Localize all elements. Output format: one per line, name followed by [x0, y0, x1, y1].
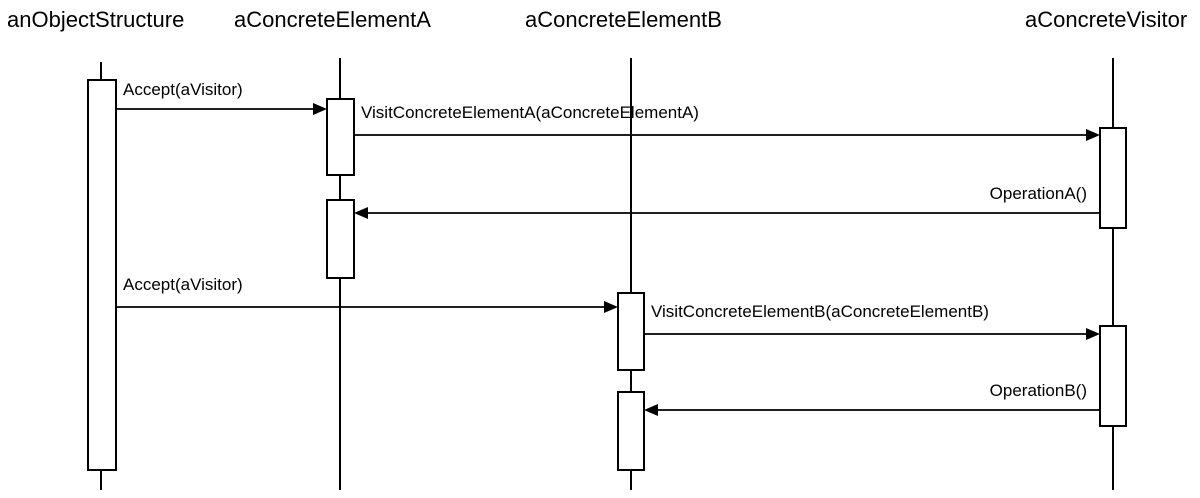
activation-object-structure [87, 79, 117, 471]
activation-visitor-b [1099, 325, 1127, 427]
message-operation-a: OperationA() [354, 184, 1100, 219]
arrowhead [1086, 328, 1100, 340]
message-accept-a: Accept(aVisitor) [116, 80, 327, 115]
participant-title-visitor: aConcreteVisitor [1025, 7, 1187, 32]
participant-title-element-b: aConcreteElementB [525, 7, 722, 32]
participant-title-element-a: aConcreteElementA [234, 7, 431, 32]
participant-title-object-structure: anObjectStructure [7, 7, 184, 32]
message-visit-element-b: VisitConcreteElementB(aConcreteElementB) [644, 302, 1100, 340]
message-label: VisitConcreteElementB(aConcreteElementB) [651, 302, 989, 321]
message-label: OperationB() [990, 381, 1087, 400]
activation-element-b-visit [617, 292, 645, 371]
message-operation-b: OperationB() [644, 381, 1100, 416]
arrowhead [1086, 129, 1100, 141]
arrowhead [354, 207, 368, 219]
arrowhead [604, 301, 618, 313]
activation-visitor-a [1099, 127, 1127, 229]
message-label: Accept(aVisitor) [123, 80, 243, 99]
activation-element-b-operation [617, 391, 645, 471]
arrowhead [313, 103, 327, 115]
message-label: OperationA() [990, 184, 1087, 203]
message-label: Accept(aVisitor) [123, 275, 243, 294]
arrowhead [644, 404, 658, 416]
activation-element-a-visit [326, 98, 355, 176]
activation-element-a-operation [326, 199, 355, 279]
message-label: VisitConcreteElementA(aConcreteElementA) [361, 103, 699, 122]
message-accept-b: Accept(aVisitor) [116, 275, 618, 313]
message-visit-element-a: VisitConcreteElementA(aConcreteElementA) [354, 103, 1100, 141]
